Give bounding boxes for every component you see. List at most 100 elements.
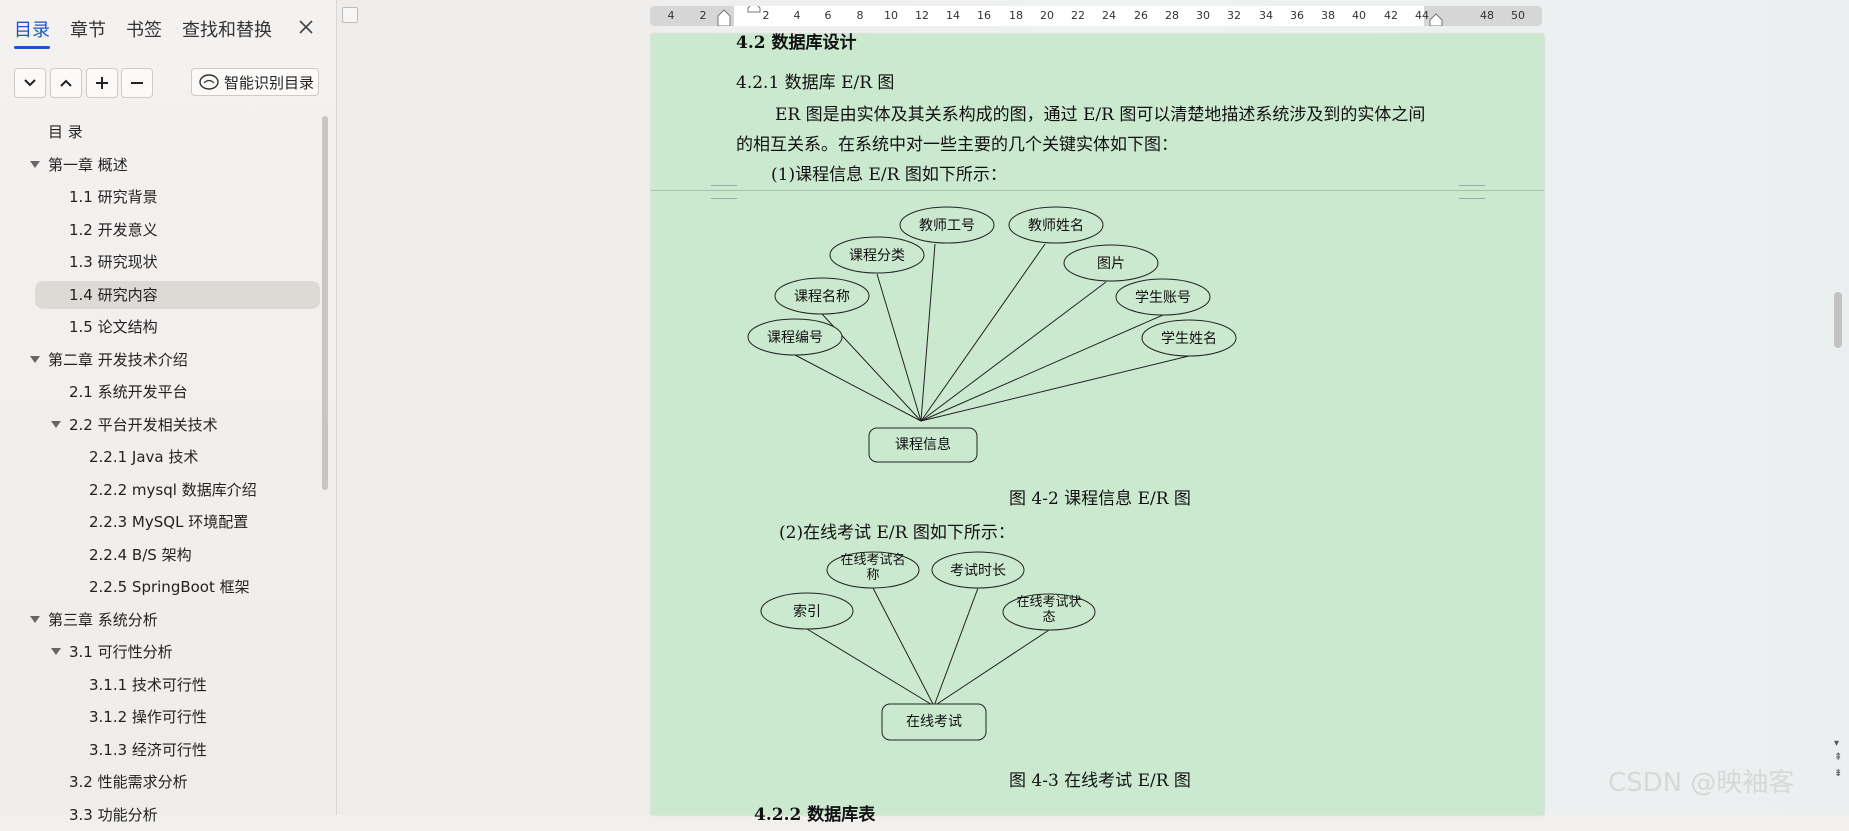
toc-item-label: 1.1 研究背景	[69, 181, 158, 214]
toc-item[interactable]: 第二章 开发技术介绍	[0, 344, 324, 377]
expand-triangle-icon[interactable]	[51, 648, 61, 656]
entity-label: 课程信息	[895, 436, 951, 453]
attribute-label-line: 在线考试状	[1016, 595, 1081, 610]
toc-item-label: 2.1 系统开发平台	[69, 376, 188, 409]
relationship-line	[921, 244, 935, 421]
ruler-tick-label: 2	[700, 9, 707, 22]
close-sidebar-button[interactable]	[294, 15, 318, 39]
document-page[interactable]: 4.2 数据库设计 4.2.1 数据库 E/R 图 ER 图是由实体及其关系构成…	[651, 34, 1544, 815]
ruler-tick-label: 22	[1071, 9, 1085, 22]
ruler-tick-label: 44	[1415, 9, 1429, 22]
ruler-tick-label: 2	[763, 9, 770, 22]
relationship-line	[921, 315, 1163, 421]
toc-item[interactable]: 2.2.4 B/S 架构	[0, 539, 324, 572]
toc-item-label: 3.2 性能需求分析	[69, 766, 188, 799]
attribute-label: 学生账号	[1135, 290, 1191, 306]
toc-item[interactable]: 1.3 研究现状	[0, 246, 324, 279]
next-section-heading: 4.2.2 数据库表	[754, 800, 875, 825]
er-diagram-course-info: 教师工号教师姓名课程分类图片课程名称学生账号课程编号学生姓名课程信息	[748, 207, 1236, 462]
toc-item[interactable]: 第三章 系统分析	[0, 604, 324, 637]
expand-triangle-icon[interactable]	[30, 616, 40, 624]
remove-level-button[interactable]	[121, 68, 153, 98]
toc-item[interactable]: 3.1.2 操作可行性	[0, 701, 324, 734]
ruler-tick-label: 48	[1480, 9, 1494, 22]
ruler-tick-label: 36	[1290, 9, 1304, 22]
toc-item[interactable]: 2.2.2 mysql 数据库介绍	[0, 474, 324, 507]
toc-item[interactable]: 3.2 性能需求分析	[0, 766, 324, 799]
tab-toc[interactable]: 目录	[14, 16, 50, 42]
attribute-label: 教师工号	[919, 218, 975, 234]
toc-item[interactable]: 3.1.1 技术可行性	[0, 669, 324, 702]
sidebar-scrollbar[interactable]	[322, 116, 328, 490]
ruler-tick-label: 40	[1352, 9, 1366, 22]
toc-item-label: 1.4 研究内容	[69, 279, 158, 312]
tab-find-replace[interactable]: 查找和替换	[182, 16, 272, 42]
toc-item-label: 3.1.2 操作可行性	[89, 701, 207, 734]
entity-label: 在线考试	[906, 714, 962, 730]
ruler-tick-label: 6	[825, 9, 832, 22]
er-diagram-online-exam: 在线考试名称考试时长索引在线考试状态在线考试	[761, 552, 1095, 740]
relationship-line	[934, 630, 1049, 706]
ruler-tick-label: 34	[1259, 9, 1273, 22]
ruler-tick-label: 28	[1165, 9, 1179, 22]
prev-page-icon[interactable]: ⇞	[1834, 752, 1844, 763]
toc-item[interactable]: 2.2.5 SpringBoot 框架	[0, 571, 324, 604]
relationship-line	[873, 588, 934, 706]
toc-item-label: 1.3 研究现状	[69, 246, 158, 279]
ruler-tick-label: 4	[794, 9, 801, 22]
smart-toc-label: 智能识别目录	[224, 72, 314, 93]
attribute-label: 课程分类	[849, 248, 905, 264]
toc-item[interactable]: 第一章 概述	[0, 149, 324, 182]
collapse-all-button[interactable]	[50, 68, 82, 98]
toc-item-label: 2.2 平台开发相关技术	[69, 409, 218, 442]
toc-item[interactable]: 1.5 论文结构	[0, 311, 324, 344]
ruler-tick-label: 4	[668, 9, 675, 22]
smart-toc-button[interactable]: 智能识别目录	[191, 68, 319, 96]
ruler-tick-label: 20	[1040, 9, 1054, 22]
attribute-label: 索引	[793, 603, 821, 620]
relationship-line	[921, 244, 1045, 421]
ruler-tick-label: 32	[1227, 9, 1241, 22]
add-level-button[interactable]	[86, 68, 118, 98]
toc-item-label: 2.2.5 SpringBoot 框架	[89, 571, 250, 604]
toc-item[interactable]: 1.2 开发意义	[0, 214, 324, 247]
next-page-icon[interactable]: ⇟	[1834, 768, 1844, 779]
attribute-label: 课程编号	[767, 330, 823, 346]
ruler-tick-label: 8	[857, 9, 864, 22]
toc-item[interactable]: 2.2.1 Java 技术	[0, 441, 324, 474]
attribute-label-line: 称	[866, 568, 879, 583]
relationship-line	[921, 282, 1106, 421]
toc-item[interactable]: 2.2 平台开发相关技术	[0, 409, 324, 442]
expand-triangle-icon[interactable]	[51, 421, 61, 429]
ruler-tick-label: 30	[1196, 9, 1210, 22]
expand-triangle-icon[interactable]	[30, 356, 40, 364]
ruler-indent-markers[interactable]	[650, 6, 1542, 26]
ruler-tick-label: 50	[1511, 9, 1525, 22]
ruler-tick-label: 26	[1134, 9, 1148, 22]
scroll-down-icon[interactable]: ▾	[1834, 738, 1844, 749]
attribute-label: 学生姓名	[1161, 331, 1217, 347]
expand-triangle-icon[interactable]	[30, 161, 40, 169]
close-icon	[294, 15, 318, 39]
toc-item[interactable]: 2.2.3 MySQL 环境配置	[0, 506, 324, 539]
attribute-label: 图片	[1097, 256, 1125, 272]
toc-item[interactable]: 1.1 研究背景	[0, 181, 324, 214]
tab-stop-selector[interactable]	[342, 7, 358, 23]
toc-item-label: 3.1.1 技术可行性	[89, 669, 207, 702]
toc-item[interactable]: 目 录	[0, 116, 324, 149]
toc-item[interactable]: 3.1.3 经济可行性	[0, 734, 324, 767]
toc-item[interactable]: 2.1 系统开发平台	[0, 376, 324, 409]
tab-chapters[interactable]: 章节	[70, 16, 106, 42]
attribute-label: 课程名称	[794, 289, 850, 305]
toc-item[interactable]: 1.4 研究内容	[0, 279, 324, 312]
document-scrollbar[interactable]	[1834, 292, 1842, 348]
chevron-down-icon	[23, 78, 37, 88]
toc-item[interactable]: 3.1 可行性分析	[0, 636, 324, 669]
attribute-label: 考试时长	[950, 563, 1006, 579]
tab-bookmarks[interactable]: 书签	[126, 16, 162, 42]
figure-caption-2: 图 4-3 在线考试 E/R 图	[1009, 766, 1191, 791]
list-item-2: (2)在线考试 E/R 图如下所示：	[779, 518, 1015, 543]
expand-all-button[interactable]	[14, 68, 46, 98]
